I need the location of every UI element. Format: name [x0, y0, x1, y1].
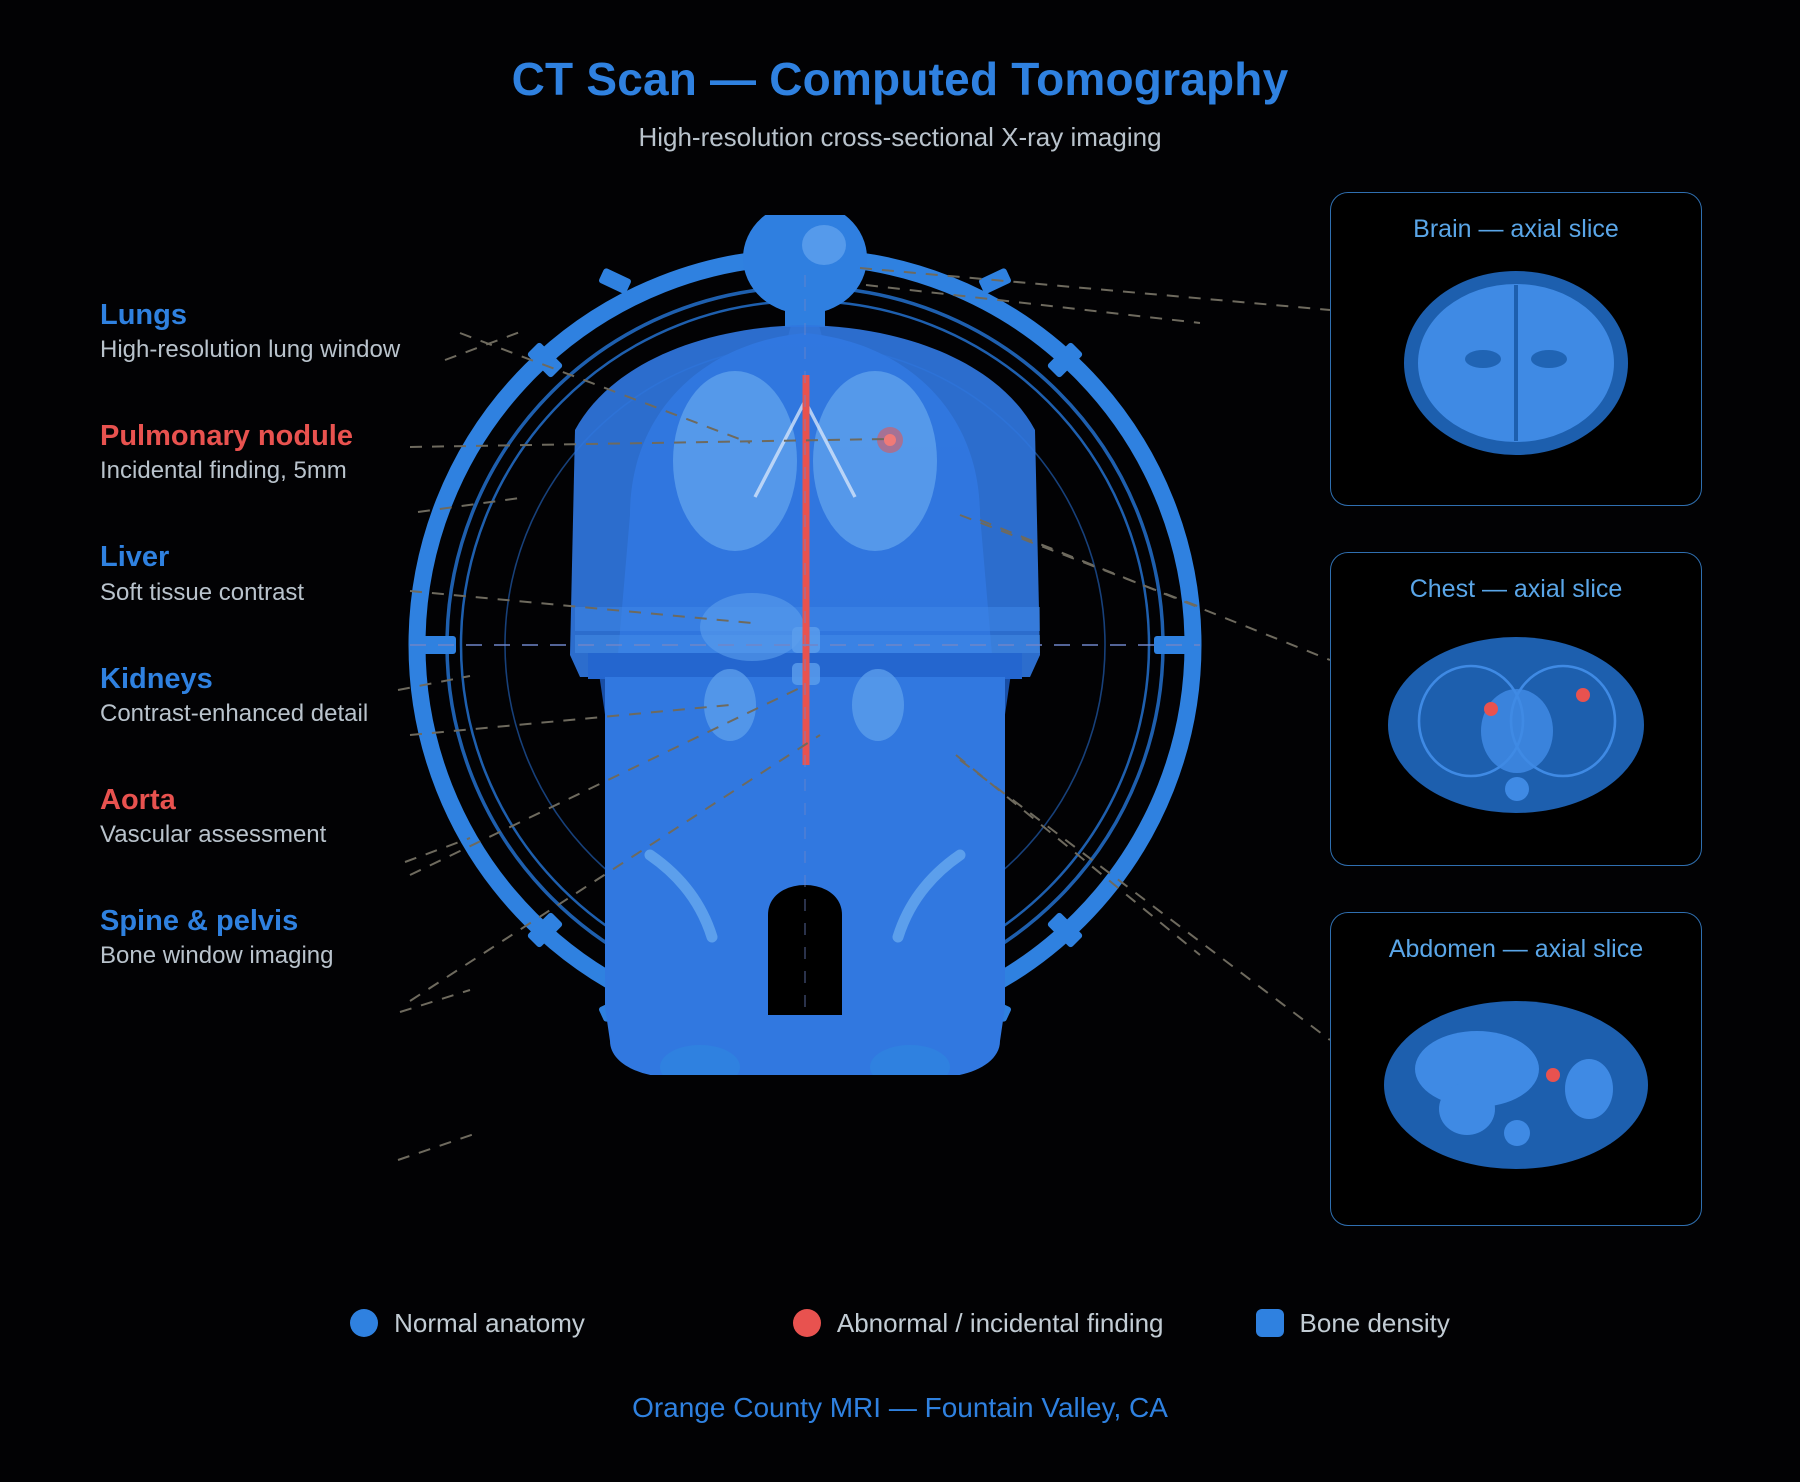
- annotation-title: Kidneys: [100, 662, 213, 695]
- finding-marker: [1576, 688, 1590, 702]
- legend-label: Bone density: [1299, 1307, 1450, 1338]
- slice-panel-abdomen[interactable]: Abdomen — axial slice: [1330, 912, 1702, 1226]
- abdomen-axial-image: [1331, 961, 1701, 1215]
- annotation-subtitle: Contrast-enhanced detail: [100, 699, 369, 727]
- slice-panel-brain[interactable]: Brain — axial slice: [1330, 192, 1702, 506]
- kidney-right: [852, 669, 904, 741]
- annotation-title: Spine & pelvis: [100, 905, 299, 938]
- legend-swatch-circle-icon: [350, 1309, 379, 1337]
- vertebra: [1504, 1120, 1530, 1146]
- legend-item-abnormal: Abnormal / incidental finding: [792, 1307, 1164, 1339]
- kidney-left: [704, 669, 756, 741]
- lung-right: [813, 371, 937, 551]
- slice-panel-title: Abdomen — axial slice: [1388, 935, 1644, 963]
- spleen: [1439, 1083, 1495, 1135]
- annotation-title: Liver: [100, 541, 170, 574]
- annotation-aorta: Aorta Vascular assessment: [100, 783, 530, 850]
- page-title: CT Scan — Computed Tomography: [511, 53, 1289, 105]
- ventricle-right: [1531, 350, 1567, 368]
- legend-swatch-square-icon: [1255, 1309, 1284, 1337]
- ct-scanner-illustration: [400, 215, 1210, 1075]
- legend-label: Normal anatomy: [394, 1307, 585, 1338]
- legend-item-normal: Normal anatomy: [350, 1308, 585, 1339]
- annotation-title: Pulmonary nodule: [100, 420, 353, 453]
- finding-marker: [1484, 702, 1498, 716]
- annotation-pulmonary-nodule: Pulmonary nodule Incidental finding, 5mm: [100, 419, 530, 486]
- kidney: [1565, 1059, 1613, 1119]
- slice-panel-chest[interactable]: Chest — axial slice: [1330, 552, 1702, 866]
- liver: [1415, 1031, 1539, 1107]
- slice-panel-title: Brain — axial slice: [1413, 215, 1619, 243]
- annotation-subtitle: Bone window imaging: [100, 942, 334, 970]
- legend: Normal anatomy Abnormal / incidental fin…: [0, 1300, 1800, 1346]
- chest-axial-image: [1331, 601, 1701, 855]
- footer-text: Orange County MRI — Fountain Valley, CA: [632, 1392, 1168, 1423]
- heart: [1481, 689, 1553, 773]
- annotation-kidneys: Kidneys Contrast-enhanced detail: [100, 662, 530, 729]
- annotation-lungs: Lungs High-resolution lung window: [100, 298, 530, 365]
- lung-left: [673, 371, 797, 551]
- pulmonary-nodule: [884, 434, 896, 446]
- brain-axial-image: [1331, 241, 1701, 495]
- annotation-title: Lungs: [100, 299, 187, 331]
- slice-panel-title: Chest — axial slice: [1409, 575, 1623, 603]
- annotation-spine-pelvis: Spine & pelvis Bone window imaging: [100, 904, 530, 971]
- page-subtitle: High-resolution cross-sectional X-ray im…: [638, 122, 1162, 152]
- annotation-liver: Liver Soft tissue contrast: [100, 540, 530, 607]
- vertebra: [1505, 777, 1529, 801]
- finding-marker: [1546, 1068, 1560, 1082]
- annotation-subtitle: Incidental finding, 5mm: [100, 457, 347, 485]
- legend-label: Abnormal / incidental finding: [836, 1307, 1164, 1338]
- legend-item-bone: Bone density: [1255, 1307, 1450, 1339]
- annotation-subtitle: Soft tissue contrast: [100, 578, 305, 606]
- annotation-list: Lungs High-resolution lung window Pulmon…: [100, 298, 530, 1025]
- annotation-subtitle: High-resolution lung window: [100, 336, 401, 364]
- legend-swatch-circle-icon: [792, 1309, 821, 1337]
- annotation-subtitle: Vascular assessment: [100, 821, 327, 849]
- liver: [700, 593, 804, 661]
- ventricle-left: [1465, 350, 1501, 368]
- annotation-title: Aorta: [100, 783, 176, 816]
